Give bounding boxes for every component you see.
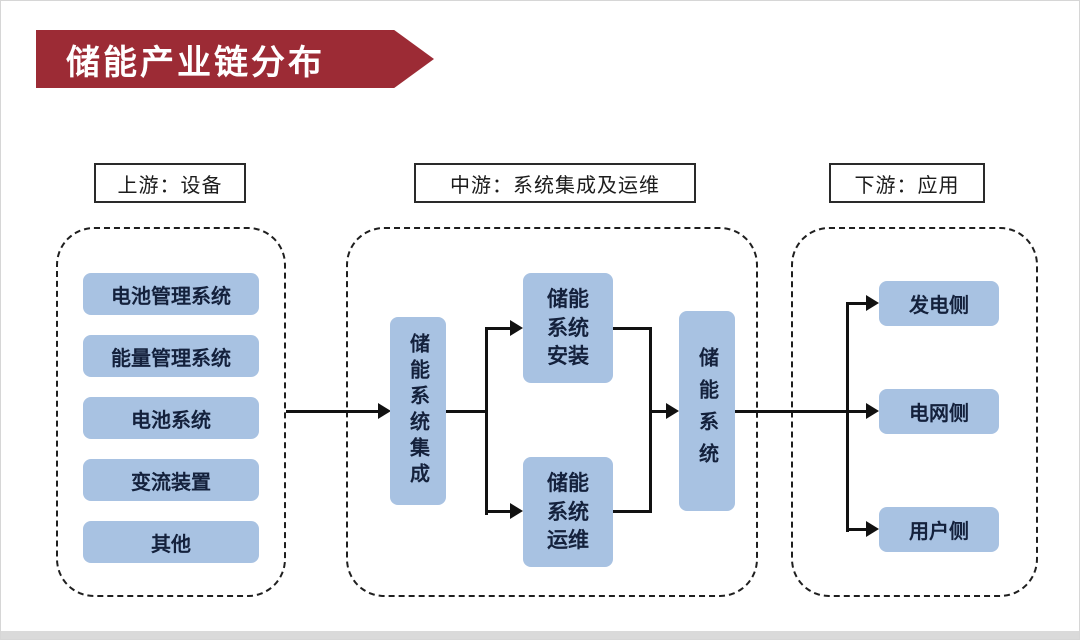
connector-line bbox=[613, 327, 652, 330]
maintain-label: 储能系统运维 bbox=[547, 471, 589, 553]
upstream-item-other: 其他 bbox=[83, 521, 259, 563]
connector-line bbox=[846, 302, 849, 532]
upstream-item-battery-system: 电池系统 bbox=[83, 397, 259, 439]
integration-label: 储能系统集成 bbox=[406, 333, 429, 489]
midstream-storage-system-box: 储能系统 bbox=[679, 311, 735, 511]
connector-line bbox=[485, 327, 488, 515]
arrow-head-icon bbox=[510, 320, 523, 336]
upstream-item-bms: 电池管理系统 bbox=[83, 273, 259, 315]
page-title: 储能产业链分布 bbox=[66, 43, 325, 82]
bottom-border-strip bbox=[1, 631, 1079, 639]
midstream-integration-box: 储能系统集成 bbox=[390, 317, 446, 505]
upstream-group-outline bbox=[56, 227, 286, 597]
downstream-header: 下游：应用 bbox=[829, 163, 985, 203]
title-banner: 储能产业链分布 bbox=[36, 30, 434, 88]
connector-line bbox=[286, 410, 378, 413]
connector-line bbox=[846, 302, 868, 305]
connector-line bbox=[649, 410, 668, 413]
arrow-head-icon bbox=[866, 403, 879, 419]
arrow-head-icon bbox=[866, 295, 879, 311]
connector-line bbox=[846, 528, 868, 531]
midstream-maintain-box: 储能系统运维 bbox=[523, 457, 613, 567]
downstream-item-generation-side: 发电侧 bbox=[879, 281, 999, 326]
arrow-head-icon bbox=[866, 521, 879, 537]
storage-system-label: 储能系统 bbox=[695, 347, 718, 475]
arrow-head-icon bbox=[666, 403, 679, 419]
arrow-head-icon bbox=[378, 403, 391, 419]
midstream-install-box: 储能系统安装 bbox=[523, 273, 613, 383]
midstream-header: 中游：系统集成及运维 bbox=[414, 163, 696, 203]
upstream-item-converter: 变流装置 bbox=[83, 459, 259, 501]
connector-line bbox=[485, 510, 511, 513]
arrow-head-icon bbox=[510, 503, 523, 519]
downstream-item-grid-side: 电网侧 bbox=[879, 389, 999, 434]
connector-line bbox=[446, 410, 487, 413]
connector-line bbox=[649, 327, 652, 513]
connector-line bbox=[846, 410, 868, 413]
connector-line bbox=[485, 327, 511, 330]
connector-line bbox=[735, 410, 848, 413]
upstream-header: 上游：设备 bbox=[94, 163, 246, 203]
upstream-item-ems: 能量管理系统 bbox=[83, 335, 259, 377]
downstream-item-user-side: 用户侧 bbox=[879, 507, 999, 552]
install-label: 储能系统安装 bbox=[547, 287, 589, 369]
connector-line bbox=[613, 510, 652, 513]
